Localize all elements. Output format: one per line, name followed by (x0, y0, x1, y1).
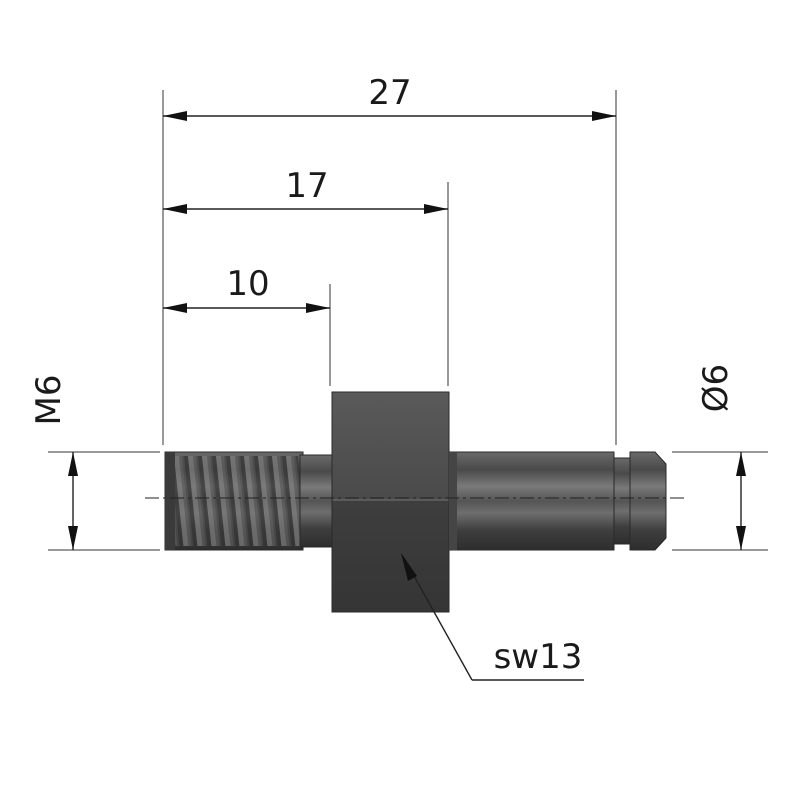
dimension-thread-length: 10 (163, 264, 330, 313)
dimension-label-thread-length: 10 (226, 264, 269, 304)
pin-shaft (448, 451, 615, 551)
extension-lines (48, 90, 768, 551)
pin-groove (613, 457, 631, 545)
thread-undercut (299, 454, 333, 548)
leader-wrench-size: sw13 (401, 553, 584, 681)
part (164, 391, 667, 613)
dimension-label-hex-end: 17 (285, 166, 328, 206)
dimension-hex-end: 17 (163, 166, 448, 214)
pin-tip (629, 451, 667, 551)
leader-label-wrench-size: sw13 (494, 637, 583, 677)
dimension-overall-length: 27 (163, 73, 616, 121)
dimension-label-pin-diameter: Ø6 (696, 364, 736, 412)
dimension-label-overall: 27 (368, 73, 411, 113)
hex-body (331, 391, 450, 613)
dimension-pin-diameter: Ø6 (696, 364, 746, 550)
dimension-thread-size: M6 (29, 375, 78, 550)
threaded-section (164, 451, 308, 551)
dimension-label-thread-size: M6 (29, 375, 69, 426)
